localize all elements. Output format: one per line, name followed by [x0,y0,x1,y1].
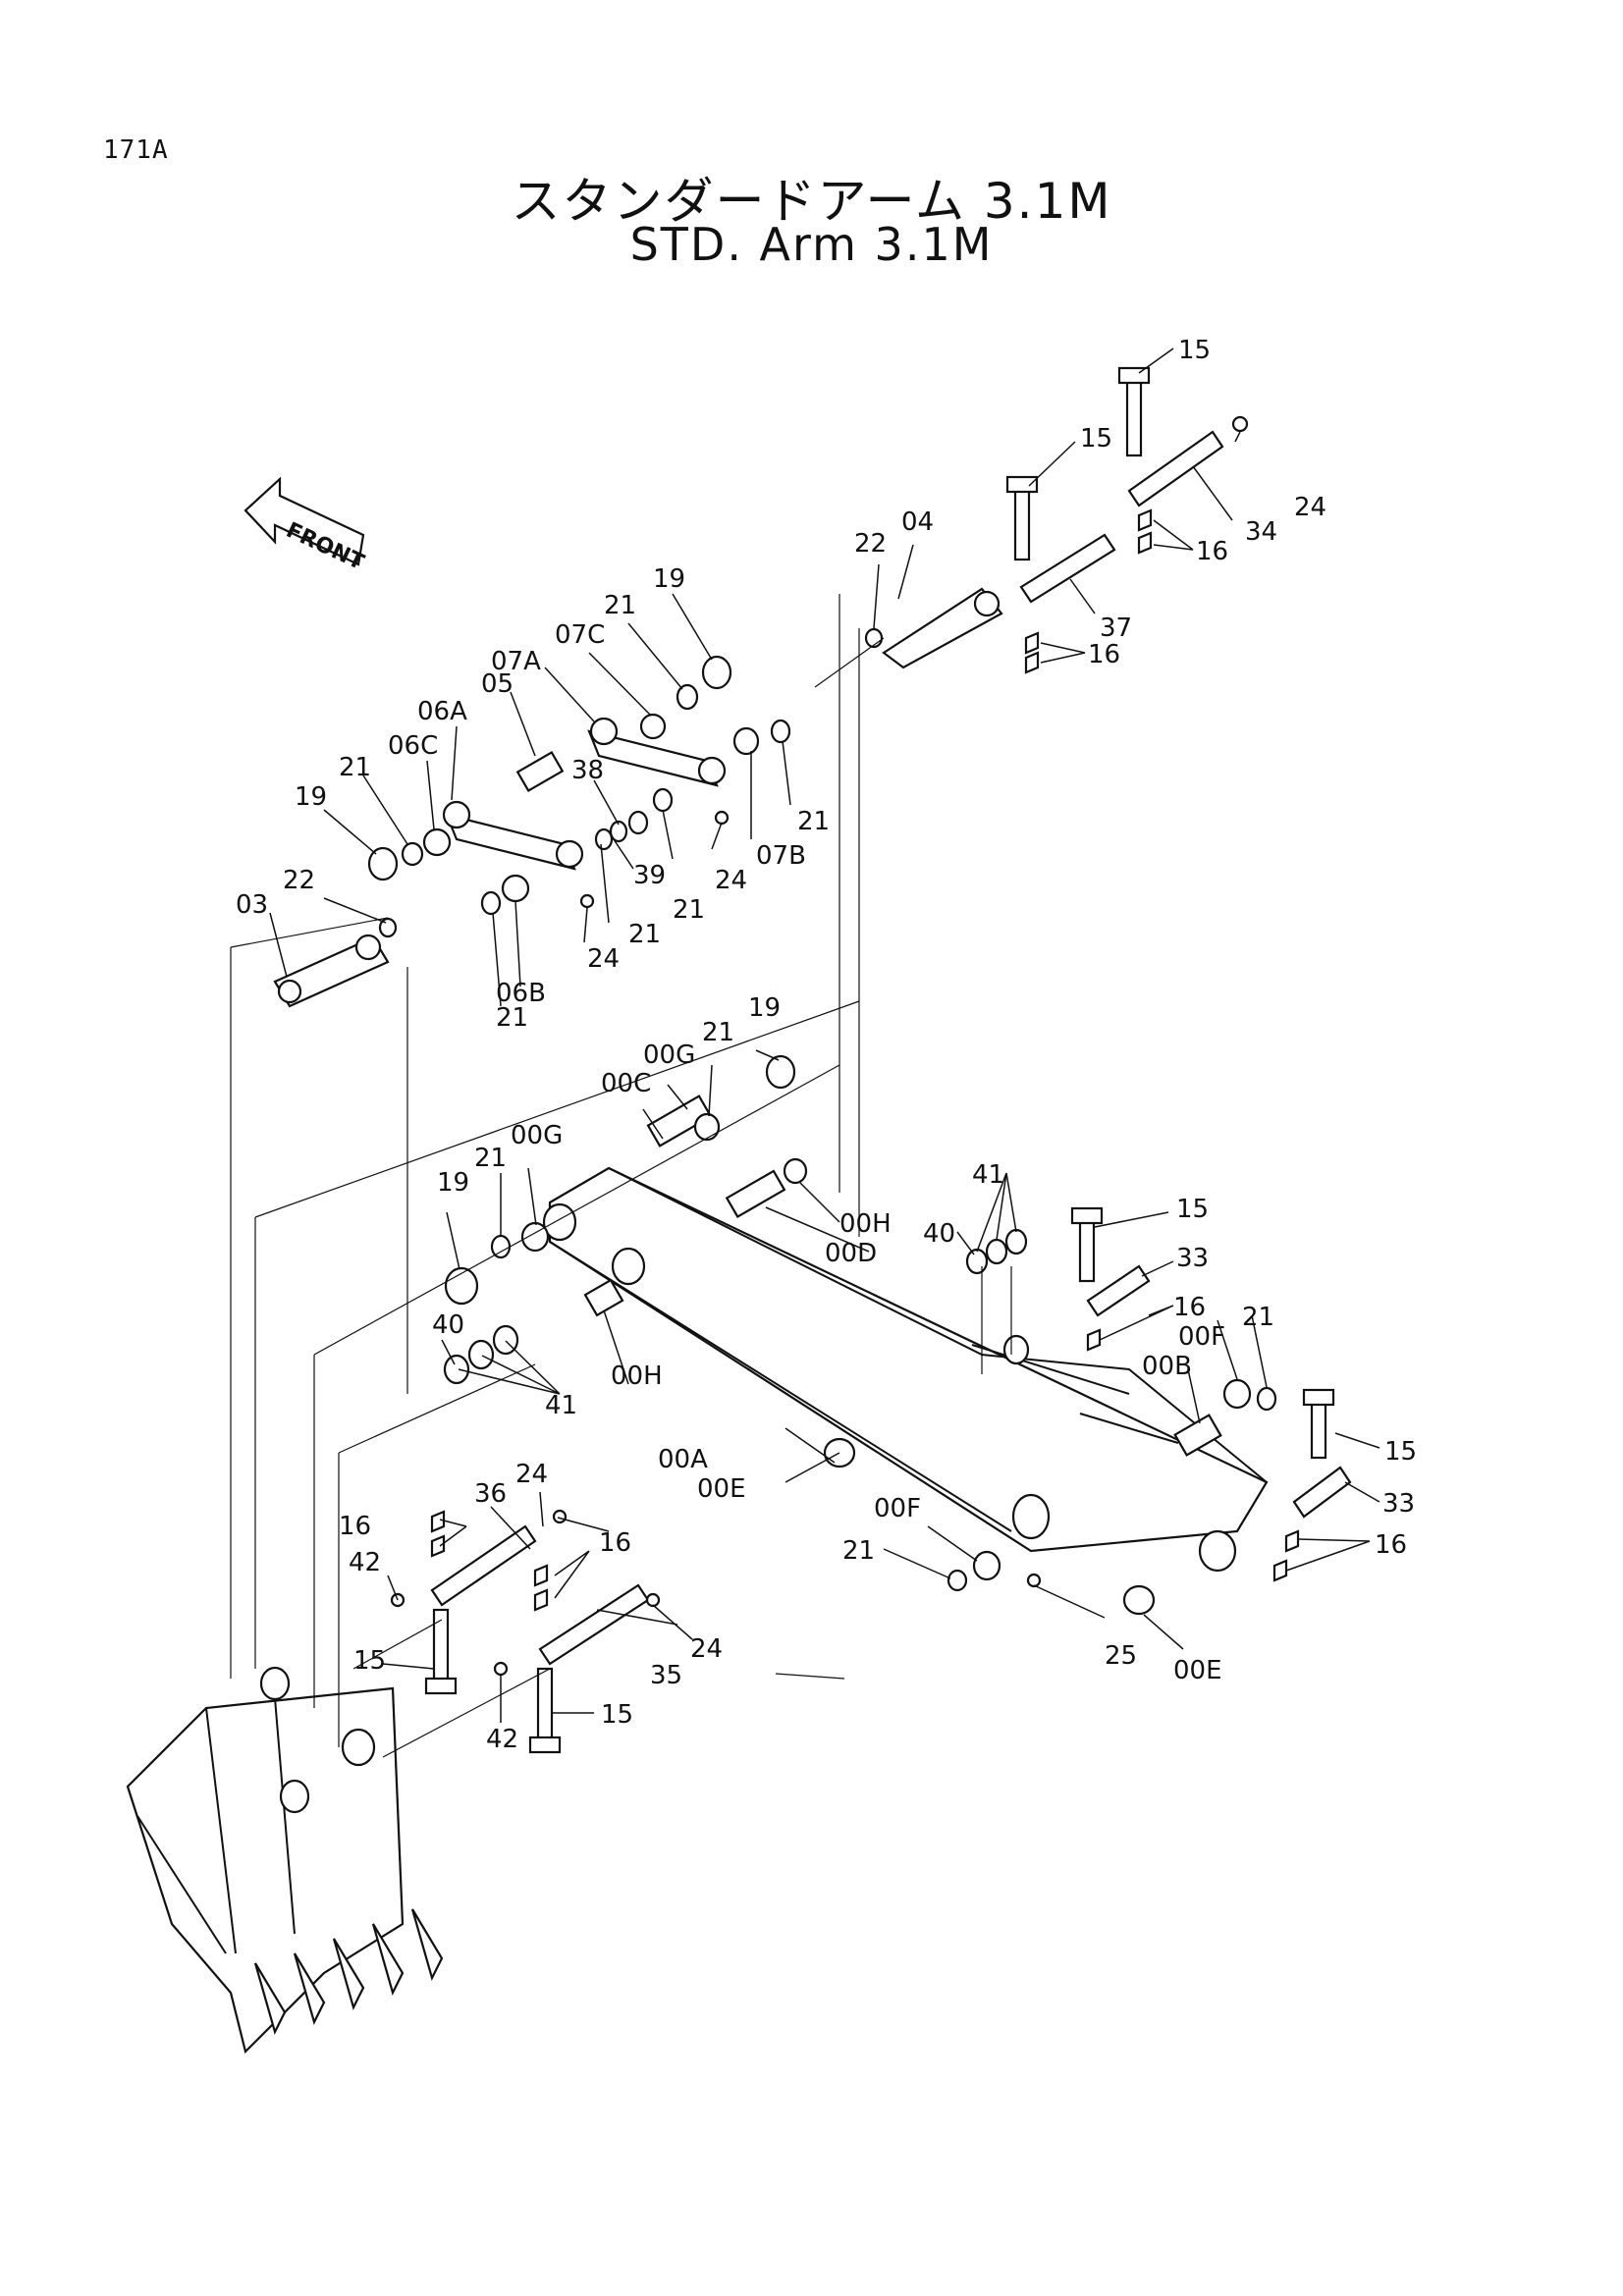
label-15: 15 [1384,1437,1417,1467]
label-40: 40 [923,1219,955,1249]
label-15: 15 [1080,424,1112,454]
label-21: 21 [474,1144,507,1173]
label-00F: 00F [1178,1322,1225,1352]
label-42: 42 [349,1548,381,1577]
label-24: 24 [587,944,620,974]
label-00G: 00G [643,1041,695,1070]
label-21: 21 [842,1536,875,1566]
leader-lines [269,347,1380,1723]
label-00B: 00B [1142,1352,1192,1381]
label-34: 34 [1245,517,1277,547]
label-00E: 00E [1173,1656,1222,1685]
link-06A [442,800,584,871]
title-english: STD. Arm 3.1M [629,218,994,271]
label-16: 16 [339,1512,371,1541]
label-07B: 07B [756,841,806,871]
label-35: 35 [650,1661,682,1690]
link-04 [882,587,1003,669]
label-00H: 00H [839,1209,892,1239]
label-33: 33 [1382,1489,1415,1519]
label-38: 38 [571,756,604,785]
label-22: 22 [854,529,887,559]
label-00H: 00H [611,1362,663,1391]
label-16: 16 [1173,1293,1206,1322]
label-19: 19 [437,1168,469,1198]
label-03: 03 [236,890,268,920]
title-japanese: スタンダードアーム 3.1M [511,173,1112,230]
label-07C: 07C [555,620,605,650]
label-05: 05 [481,669,514,699]
label-37: 37 [1100,614,1132,643]
label-15: 15 [353,1646,386,1676]
label-00G: 00G [511,1121,563,1150]
label-16: 16 [1196,537,1228,566]
label-04: 04 [901,507,934,537]
label-24: 24 [690,1634,723,1664]
label-15: 15 [1176,1195,1209,1224]
label-15: 15 [1178,336,1211,365]
page-code: 171A [103,135,169,165]
label-24: 24 [515,1460,548,1489]
label-15: 15 [601,1700,633,1730]
label-21: 21 [702,1018,734,1047]
label-25: 25 [1105,1641,1137,1671]
callout-labels: 15 15 24 34 16 22 04 37 16 19 21 07C 07A… [236,336,1417,1754]
label-41: 41 [972,1160,1004,1190]
label-00C: 00C [601,1069,651,1098]
assembly-guide-lines [230,594,1012,1758]
label-19: 19 [295,782,327,812]
label-24: 24 [715,866,747,895]
label-00F: 00F [874,1494,921,1523]
label-22: 22 [283,866,315,895]
label-21: 21 [1242,1303,1274,1332]
label-21: 21 [339,753,371,782]
label-06C: 06C [388,731,438,761]
label-36: 36 [474,1479,507,1509]
arm-body [542,1166,1269,1573]
label-24: 24 [1294,493,1326,522]
label-21: 21 [673,895,705,925]
label-33: 33 [1176,1244,1209,1273]
label-06B: 06B [496,979,546,1008]
label-21: 21 [628,920,661,949]
label-07A: 07A [491,647,541,676]
link-03 [273,934,390,1008]
label-39: 39 [633,861,666,890]
label-00D: 00D [825,1239,877,1268]
label-06A: 06A [417,697,467,726]
label-42: 42 [486,1725,518,1754]
bucket [126,1666,444,2055]
label-41: 41 [545,1391,577,1420]
front-arrow-icon: FRONT [243,476,367,575]
label-19: 19 [653,564,685,594]
label-40: 40 [432,1310,464,1340]
label-21: 21 [496,1003,528,1033]
label-16: 16 [599,1528,631,1558]
label-21: 21 [797,807,830,836]
link-07A [587,717,727,787]
label-16: 16 [1088,640,1120,669]
label-19: 19 [748,993,781,1023]
label-00E: 00E [697,1474,746,1504]
pins-and-bushings [367,366,1352,1754]
label-00A: 00A [658,1445,708,1474]
label-21: 21 [604,591,636,620]
label-16: 16 [1375,1530,1407,1560]
